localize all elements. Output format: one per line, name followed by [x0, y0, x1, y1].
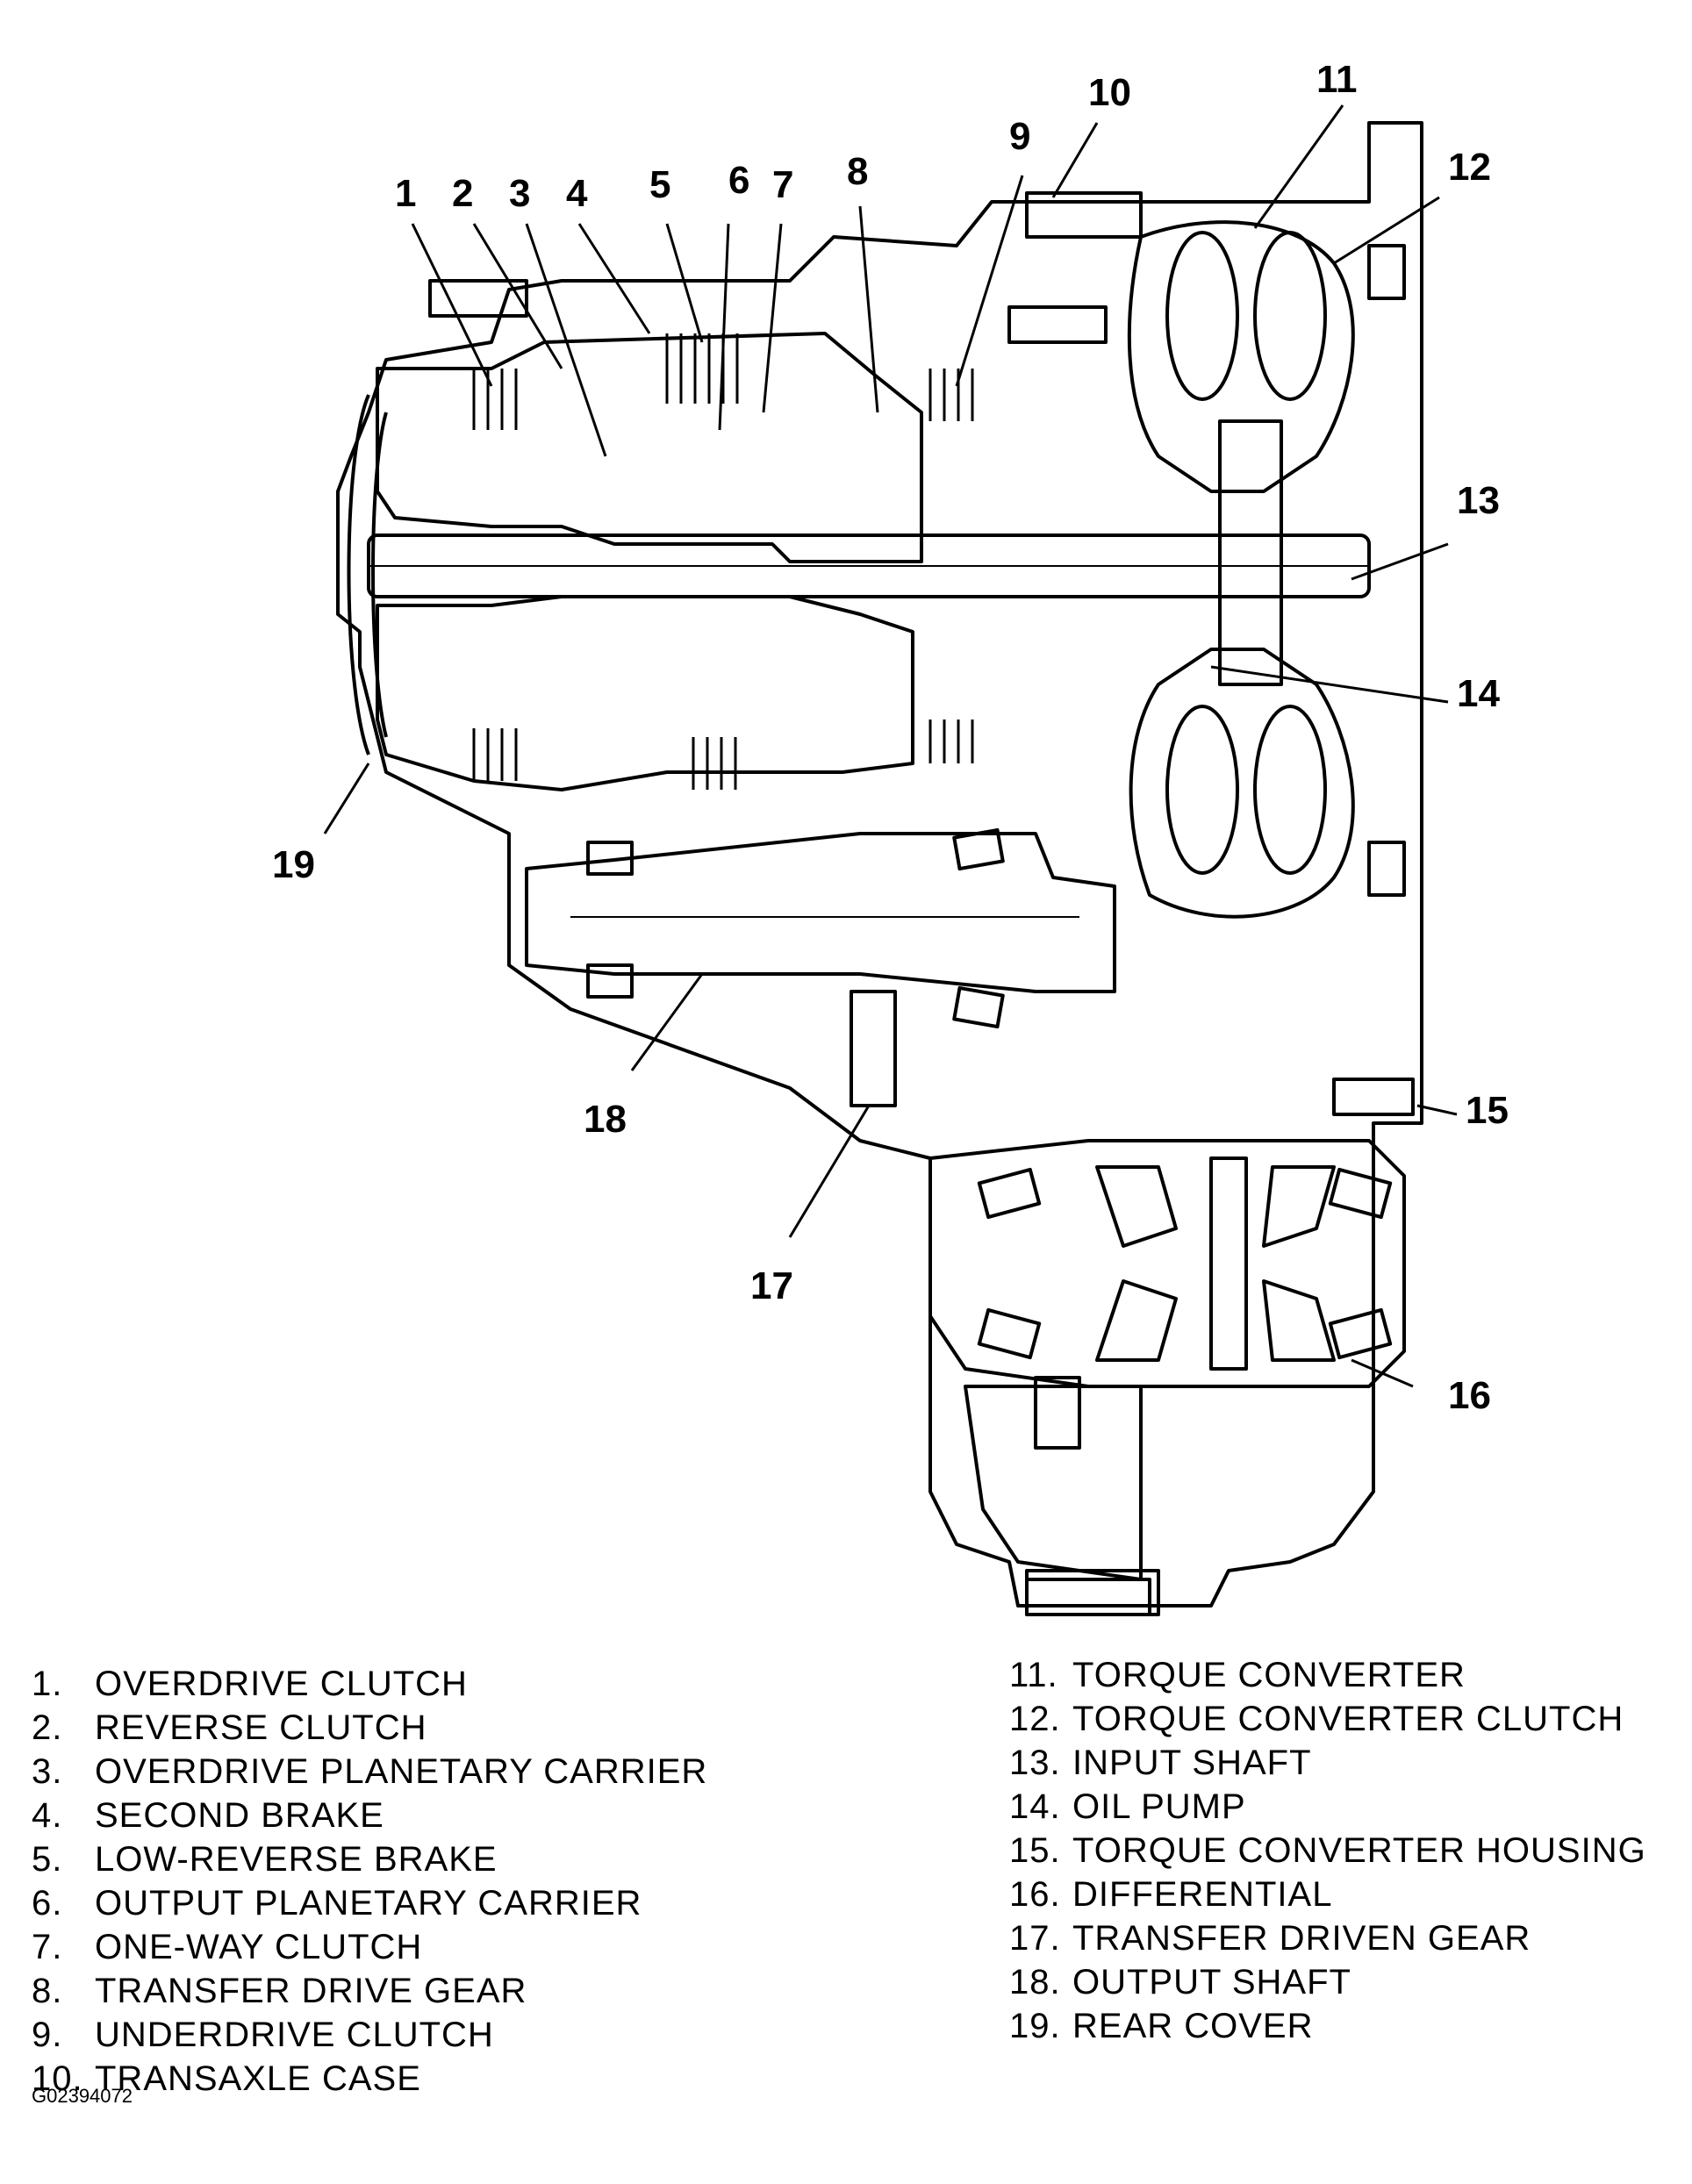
legend-item: 12.TORQUE CONVERTER CLUTCH	[1009, 1700, 1624, 1738]
output-shaft	[525, 832, 1116, 993]
legend-item: 3.OVERDRIVE PLANETARY CARRIER	[32, 1752, 708, 1791]
legend-item: 14.OIL PUMP	[1009, 1787, 1246, 1826]
torque-converter-lower-lobe	[1129, 648, 1355, 919]
torque-converter-housing-outline	[336, 121, 1423, 1608]
callout-12: 12	[1448, 146, 1491, 189]
legend-item: 4.SECOND BRAKE	[32, 1796, 384, 1835]
callout-4: 4	[566, 172, 588, 215]
callout-14: 14	[1457, 672, 1500, 715]
callout-9: 9	[1009, 115, 1030, 158]
callout-15: 15	[1466, 1089, 1509, 1132]
legend-item: 1.OVERDRIVE CLUTCH	[32, 1665, 468, 1703]
gear-train-lower-body	[376, 595, 914, 791]
callout-6: 6	[728, 159, 749, 202]
callout-17: 17	[750, 1264, 793, 1307]
legend-item: 17.TRANSFER DRIVEN GEAR	[1009, 1919, 1531, 1958]
callout-1: 1	[395, 172, 416, 215]
legend-item: 18.OUTPUT SHAFT	[1009, 1963, 1351, 2001]
legend-item: 2.REVERSE CLUTCH	[32, 1708, 427, 1747]
callout-19: 19	[272, 843, 315, 886]
legend-item: 6.OUTPUT PLANETARY CARRIER	[32, 1884, 642, 1923]
legend-item: 15.TORQUE CONVERTER HOUSING	[1009, 1831, 1646, 1870]
callout-leader-lines	[323, 104, 1458, 1388]
legend-item: 10.TRANSAXLE CASE	[32, 2059, 421, 2098]
legend-item: 16.DIFFERENTIAL	[1009, 1875, 1333, 1914]
callout-7: 7	[772, 163, 793, 206]
figure-id: G02394072	[32, 2085, 133, 2107]
callout-13: 13	[1457, 479, 1500, 522]
legend-item: 5.LOW-REVERSE BRAKE	[32, 1840, 498, 1879]
callout-10: 10	[1088, 71, 1131, 114]
callout-8: 8	[847, 150, 868, 193]
differential-housing	[928, 1139, 1406, 1388]
torque-converter-upper-lobe	[1127, 220, 1355, 493]
legend-item: 19.REAR COVER	[1009, 2007, 1314, 2045]
legend-item: 9.UNDERDRIVE CLUTCH	[32, 2016, 494, 2054]
legend-item: 11.TORQUE CONVERTER	[1009, 1656, 1466, 1694]
legend-item: 7.ONE-WAY CLUTCH	[32, 1928, 423, 1966]
gear-train-upper-body	[376, 332, 923, 563]
callout-3: 3	[509, 172, 530, 215]
callout-5: 5	[649, 163, 670, 206]
callout-16: 16	[1448, 1374, 1491, 1417]
callout-18: 18	[584, 1098, 627, 1141]
legend-item: 8.TRANSFER DRIVE GEAR	[32, 1972, 527, 2010]
callout-11: 11	[1316, 58, 1358, 101]
callout-2: 2	[452, 172, 473, 215]
legend-item: 13.INPUT SHAFT	[1009, 1744, 1312, 1782]
